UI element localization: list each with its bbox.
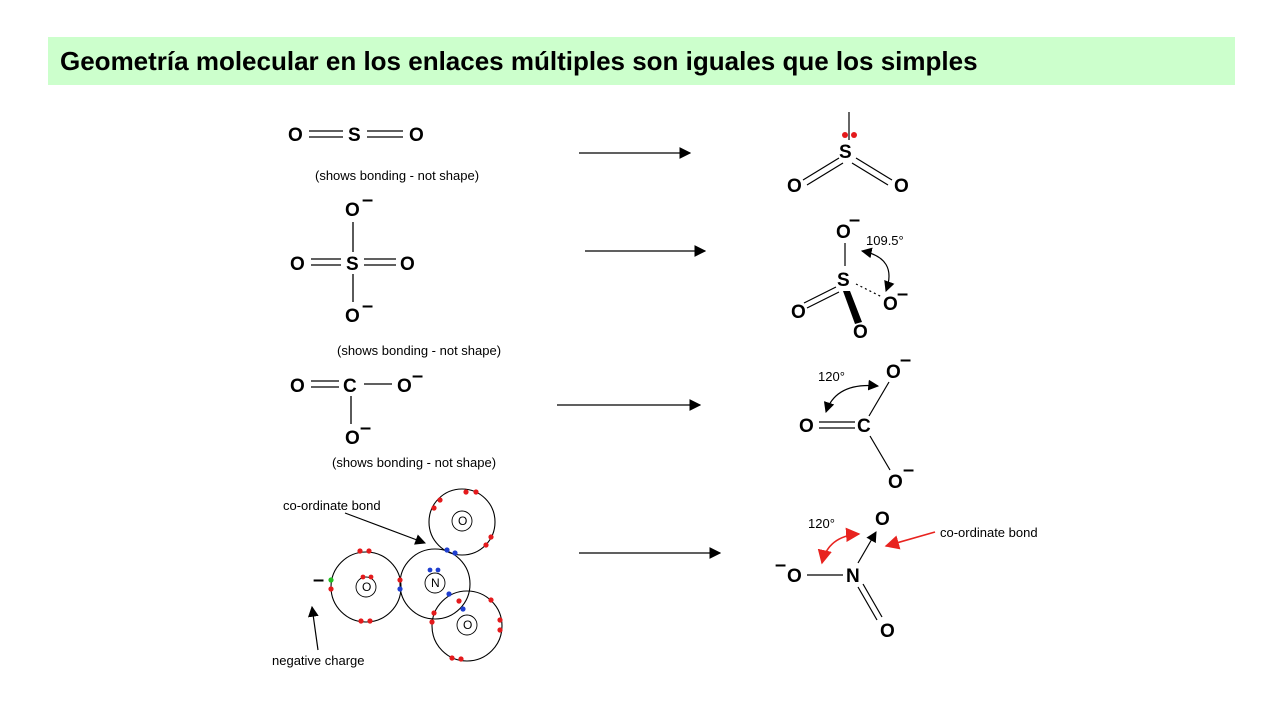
negative-charge-sign: – bbox=[412, 365, 423, 387]
atom-o: O bbox=[345, 200, 360, 221]
nitrogen-shell bbox=[399, 548, 471, 620]
atom-o: O bbox=[787, 566, 802, 587]
atom-s: S bbox=[839, 142, 852, 163]
tetrahedral-angle-label: 109.5° bbox=[866, 233, 904, 248]
bonding-caption: (shows bonding - not shape) bbox=[332, 455, 496, 470]
atom-c: C bbox=[857, 416, 871, 437]
atom-o: O bbox=[288, 125, 303, 146]
atom-o: O bbox=[787, 176, 802, 197]
atom-o: O bbox=[290, 376, 305, 397]
oxygen-shell bbox=[428, 488, 496, 556]
negative-charge-sign: – bbox=[903, 459, 914, 481]
dashed-bond bbox=[855, 283, 883, 298]
atom-o: O bbox=[463, 618, 472, 632]
atom-s: S bbox=[837, 270, 850, 291]
atom-o: O bbox=[888, 472, 903, 493]
atom-n: N bbox=[846, 566, 860, 587]
atom-o: O bbox=[883, 294, 898, 315]
bonding-caption: (shows bonding - not shape) bbox=[337, 343, 501, 358]
pointer-arrow bbox=[884, 531, 936, 550]
atom-o: O bbox=[290, 254, 305, 275]
negative-charge-sign: – bbox=[897, 283, 908, 305]
negative-charge-sign: – bbox=[313, 569, 324, 591]
negative-charge-label: negative charge bbox=[272, 653, 365, 668]
atom-n: N bbox=[431, 576, 440, 590]
atom-o: O bbox=[880, 621, 895, 642]
bond-angle-arrow bbox=[823, 379, 880, 414]
atom-c: C bbox=[343, 376, 357, 397]
lone-pair-electron bbox=[851, 132, 857, 138]
atom-o: O bbox=[799, 416, 814, 437]
atom-s: S bbox=[346, 254, 359, 275]
atom-o: O bbox=[409, 125, 424, 146]
carbonate-trigonal-geometry: O – O C O – 120° bbox=[799, 349, 914, 493]
title-banner: Geometría molecular en los enlaces múlti… bbox=[48, 37, 1235, 85]
nitrate-dot-cross-diagram: co-ordinate bond O O N O bbox=[272, 488, 503, 668]
negative-charge-sign: – bbox=[360, 417, 371, 439]
atom-o: O bbox=[836, 222, 851, 243]
negative-charge-sign: – bbox=[362, 189, 373, 211]
atom-o: O bbox=[875, 509, 890, 530]
atom-o: O bbox=[345, 306, 360, 327]
negative-charge-sign: – bbox=[362, 295, 373, 317]
atom-o: O bbox=[400, 254, 415, 275]
pointer-arrow bbox=[344, 512, 427, 545]
atom-o: O bbox=[397, 376, 412, 397]
atom-o: O bbox=[458, 514, 467, 528]
atom-o: O bbox=[791, 302, 806, 323]
coordinate-bond-label: co-ordinate bond bbox=[940, 525, 1038, 540]
lone-pair-electron bbox=[842, 132, 848, 138]
atom-o: O bbox=[886, 362, 901, 383]
atom-o: O bbox=[894, 176, 909, 197]
trigonal-angle-label: 120° bbox=[808, 516, 835, 531]
negative-charge-sign: – bbox=[849, 209, 860, 231]
trigonal-angle-label: 120° bbox=[818, 369, 845, 384]
coordinate-bond-label: co-ordinate bond bbox=[283, 498, 381, 513]
atom-o: O bbox=[362, 580, 371, 594]
sulfate-tetrahedral-geometry: O – S O O O – 109.5° bbox=[791, 209, 908, 343]
atom-s: S bbox=[348, 125, 361, 146]
atom-o: O bbox=[345, 428, 360, 449]
sulfate-lewis-structure: O – O S O O – (shows bonding - not shape… bbox=[290, 189, 501, 358]
coordinate-bond-arrow bbox=[857, 531, 877, 564]
carbonate-lewis-structure: O C O – O – (shows bonding - not shape) bbox=[290, 365, 496, 470]
oxygen-shell bbox=[431, 590, 503, 662]
electron-dots bbox=[328, 489, 503, 662]
nitrate-trigonal-geometry: O – O N O 120° co-ordinate bond bbox=[775, 509, 1038, 642]
bond-angle-arrow bbox=[860, 247, 895, 293]
pointer-arrow bbox=[307, 605, 319, 651]
so2-lewis-structure: O S O (shows bonding - not shape) bbox=[288, 125, 479, 183]
negative-charge-sign: – bbox=[900, 349, 911, 371]
negative-charge-sign: – bbox=[775, 554, 786, 576]
bonding-caption: (shows bonding - not shape) bbox=[315, 168, 479, 183]
so2-bent-geometry: S O O bbox=[787, 112, 909, 197]
bond-angle-arrow bbox=[817, 527, 861, 565]
slide-title: Geometría molecular en los enlaces múlti… bbox=[60, 45, 978, 76]
atom-o: O bbox=[853, 322, 868, 343]
